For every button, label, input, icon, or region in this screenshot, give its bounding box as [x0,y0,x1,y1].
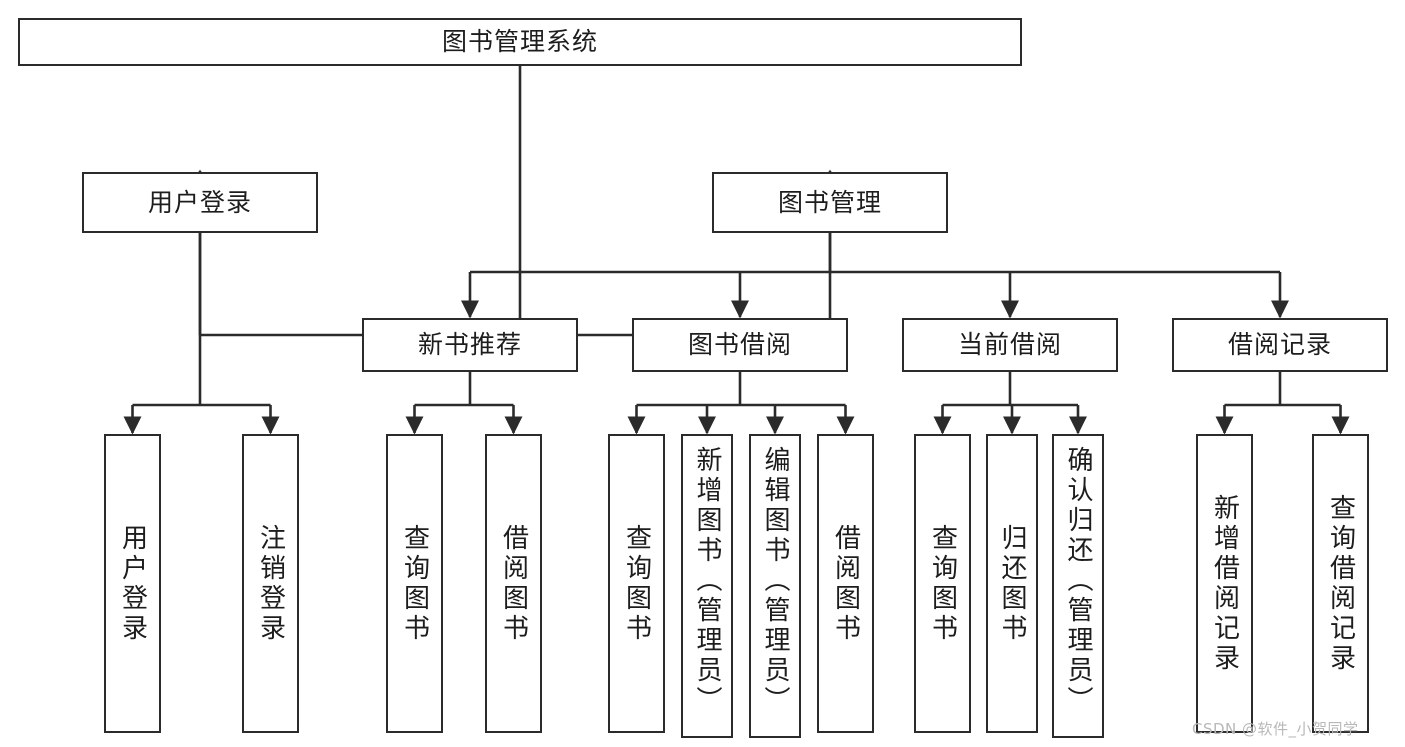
node-label: 借阅记录 [1227,330,1332,360]
node-label: 查询借阅记录 [1325,493,1356,674]
node-login[interactable]: 用户登录 [82,172,318,233]
node-label: 查询图书 [621,523,652,644]
csdn-watermark: CSDN @软件_小贺同学 [1192,720,1359,738]
node-label: 编辑图书（管理员） [760,446,790,716]
node-leaf-query-c[interactable]: 查询图书 [914,434,971,733]
node-label: 查询图书 [399,523,430,644]
node-leaf-confirm[interactable]: 确认归还（管理员） [1052,434,1104,738]
node-leaf-query-b[interactable]: 查询图书 [608,434,665,733]
node-bookmgmt[interactable]: 图书管理 [712,172,948,233]
node-leaf-query-record[interactable]: 查询借阅记录 [1312,434,1369,733]
node-label: 借阅图书 [498,523,529,644]
node-leaf-add-record[interactable]: 新增借阅记录 [1196,434,1253,733]
node-label: 用户登录 [147,187,252,217]
node-root[interactable]: 图书管理系统 [18,18,1022,66]
node-records[interactable]: 借阅记录 [1172,318,1388,372]
node-leaf-edit-book[interactable]: 编辑图书（管理员） [749,434,801,738]
node-label: 新增图书（管理员） [692,446,722,716]
node-borrow[interactable]: 图书借阅 [632,318,848,372]
node-label: 图书管理 [777,187,882,217]
node-leaf-logout[interactable]: 注销登录 [242,434,299,733]
node-label: 查询图书 [927,523,958,644]
node-leaf-login[interactable]: 用户登录 [104,434,161,733]
node-label: 新书推荐 [417,330,522,360]
node-label: 图书管理系统 [441,27,598,57]
node-current[interactable]: 当前借阅 [902,318,1118,372]
node-label: 归还图书 [997,523,1027,644]
node-leaf-return[interactable]: 归还图书 [986,434,1038,733]
node-label: 当前借阅 [957,330,1062,360]
node-newbook[interactable]: 新书推荐 [362,318,578,372]
node-label: 图书借阅 [687,330,792,360]
node-leaf-borrow-new[interactable]: 借阅图书 [485,434,542,733]
node-leaf-add-book[interactable]: 新增图书（管理员） [681,434,733,738]
node-label: 注销登录 [255,523,286,644]
node-label: 借阅图书 [830,523,861,644]
node-leaf-borrow-book[interactable]: 借阅图书 [817,434,874,733]
node-label: 新增借阅记录 [1209,493,1240,674]
node-leaf-query-new[interactable]: 查询图书 [386,434,443,733]
node-label: 用户登录 [117,523,148,644]
node-label: 确认归还（管理员） [1063,446,1093,716]
